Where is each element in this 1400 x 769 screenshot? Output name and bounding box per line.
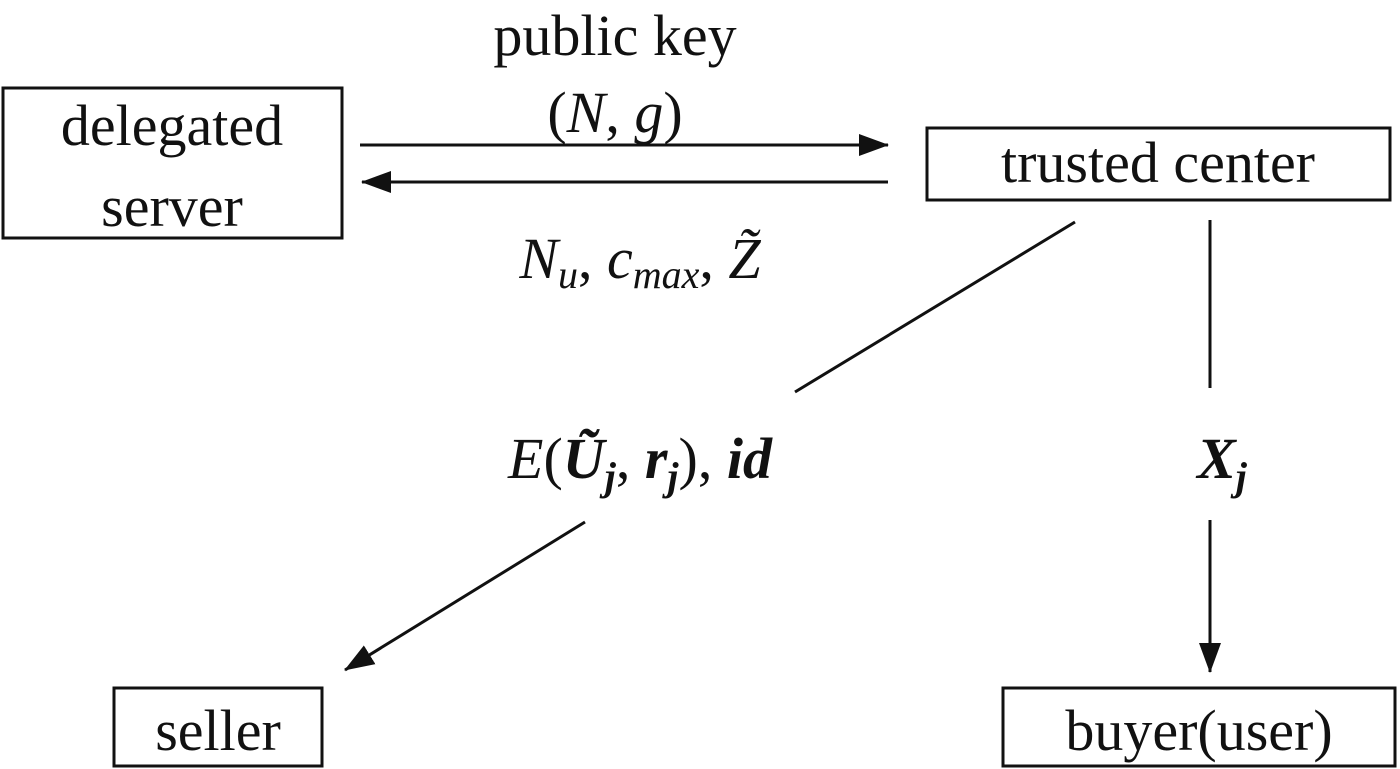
seller-message-label: E(Ũj, rj), id [507,426,773,499]
seller-node: seller [112,686,324,768]
seller-label: seller [155,698,281,763]
delegated-server-label-line2: server [101,174,243,239]
trusted-center-node: trusted center [925,126,1392,202]
seller-box [112,686,324,768]
public-key-title: public key [493,3,736,68]
buyer-message-label: Xj [1195,426,1248,499]
buyer-node: buyer(user) [1001,686,1397,768]
buyer-label: buyer(user) [1065,698,1332,763]
center-to-seller-line [794,220,1076,394]
trusted-center-box [925,126,1392,202]
delegated-server-node: delegated server [1,86,344,240]
to-seller-arrow [344,520,586,672]
delegated-server-box [1,86,344,240]
buyer-box [1001,686,1397,768]
trusted-center-label: trusted center [1001,130,1315,195]
delegated-server-label-line1: delegated [61,93,283,158]
public-key-params: (N, g) [547,80,682,145]
return-params-label: Nu, cmax, Z̃ [518,226,761,297]
